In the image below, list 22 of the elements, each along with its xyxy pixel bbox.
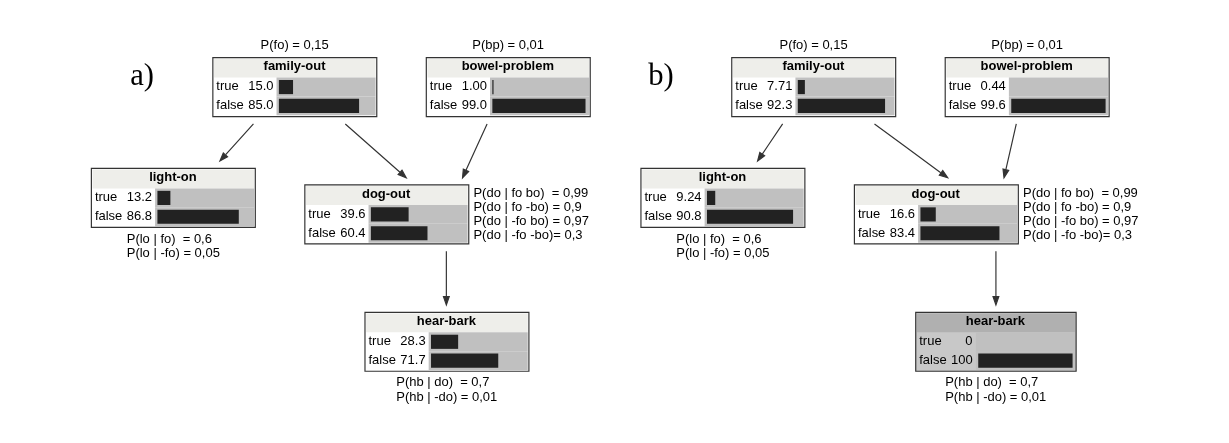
arrow (442, 250, 450, 307)
node-label: P(do | fo bo) = 0,99 (1022, 184, 1138, 200)
arrow (756, 123, 783, 163)
arrow (344, 123, 408, 179)
node-label: P(bp) = 0,01 (990, 37, 1063, 53)
node-label: P(lo | fo) = 0,6 (126, 230, 212, 246)
node-label: P(fo) = 0,15 (779, 37, 848, 53)
arrow (873, 123, 949, 179)
arrow (1001, 123, 1017, 180)
node-label: P(do | fo bo) = 0,99 (472, 184, 588, 200)
node-label: P(fo) = 0,15 (260, 37, 329, 53)
arrow (461, 123, 488, 180)
label: a) (129, 58, 154, 93)
node-label: P(hb | -do) = 0,01 (944, 388, 1046, 404)
node-label: P(hb | -do) = 0,01 (395, 388, 497, 404)
node-label: P(hb | do) = 0,7 (944, 374, 1038, 390)
node-label: P(hb | do) = 0,7 (395, 374, 489, 390)
node-label: P(lo | fo) = 0,6 (675, 230, 762, 246)
node-label: P(bp) = 0,01 (471, 37, 544, 53)
label: b) (647, 58, 674, 93)
arrow (218, 123, 254, 163)
arrow (991, 250, 1000, 307)
